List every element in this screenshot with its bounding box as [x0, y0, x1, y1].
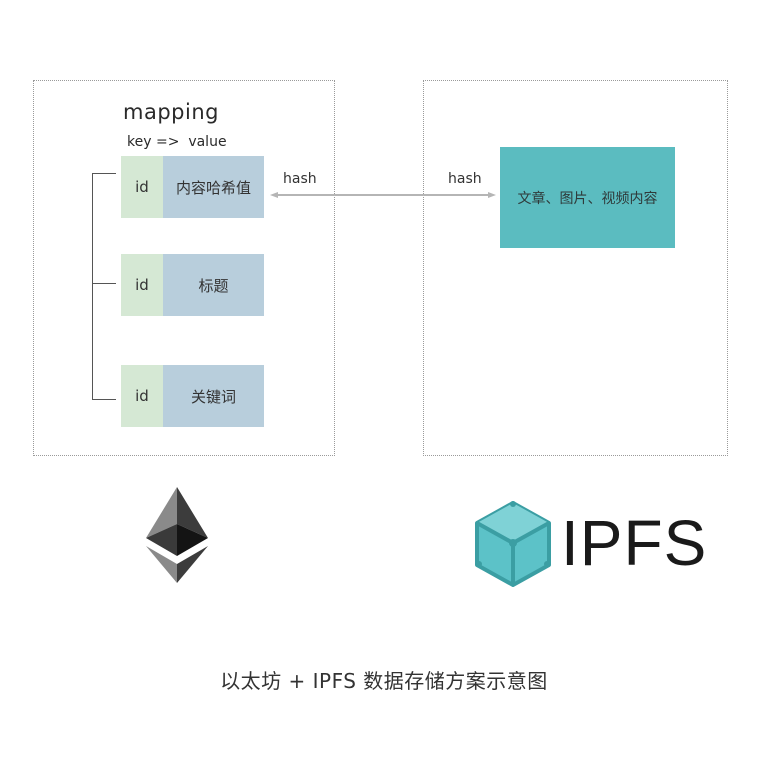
mapping-key: id [121, 365, 163, 427]
bracket-tick [92, 399, 116, 400]
bracket-line [92, 173, 93, 400]
mapping-key: id [121, 156, 163, 218]
ipfs-cube-icon [475, 501, 551, 587]
arrowhead-right-icon [488, 192, 496, 198]
mapping-key: id [121, 254, 163, 316]
ipfs-logo-text: IPFS [561, 507, 708, 579]
bidirectional-arrow [270, 192, 496, 198]
mapping-row: id 关键词 [121, 365, 264, 427]
diagram-caption: 以太坊 + IPFS 数据存储方案示意图 [220, 669, 548, 693]
arrowhead-left-icon [270, 192, 278, 198]
ethereum-storage-panel [33, 80, 335, 456]
bracket-tick [92, 283, 116, 284]
mapping-row: id 内容哈希值 [121, 156, 264, 218]
bracket-tick [92, 173, 116, 174]
ipfs-content-box: 文章、图片、视频内容 [500, 147, 675, 248]
ethereum-logo-icon [146, 487, 208, 583]
mapping-value: 关键词 [163, 365, 264, 427]
mapping-row: id 标题 [121, 254, 264, 316]
mapping-title: mapping [123, 100, 219, 124]
hash-label-left: hash [283, 171, 317, 187]
hash-label-right: hash [448, 171, 482, 187]
mapping-subtitle: key => value [127, 134, 227, 150]
mapping-value: 内容哈希值 [163, 156, 264, 218]
ipfs-storage-panel [423, 80, 728, 456]
mapping-value: 标题 [163, 254, 264, 316]
